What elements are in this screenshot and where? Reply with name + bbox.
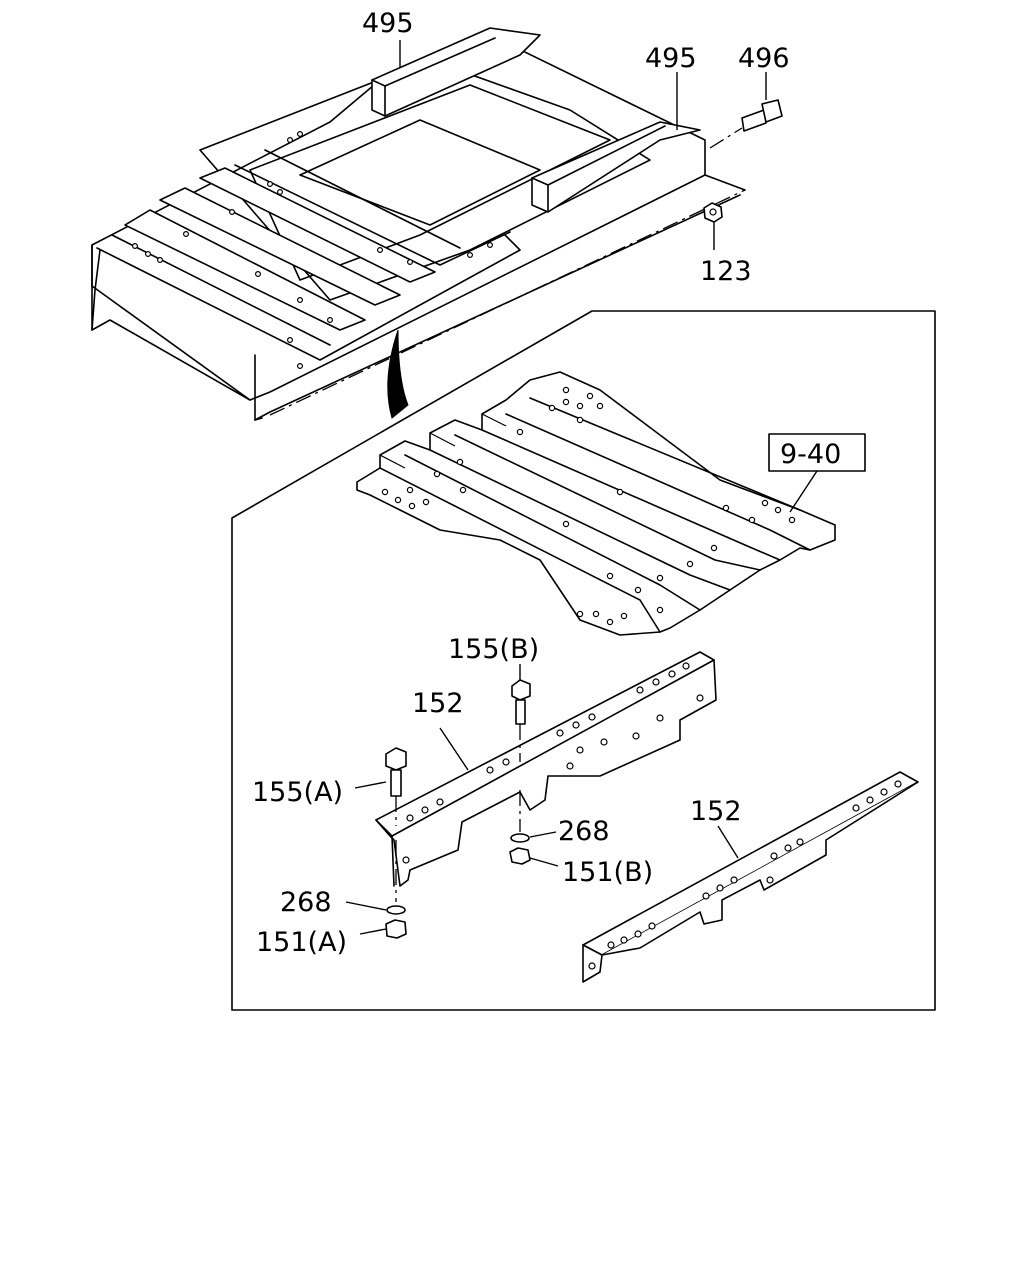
bracket-495-left (371, 27, 541, 117)
floor-panel (356, 371, 836, 636)
label-155b: 155(B) (448, 634, 539, 665)
label-151a: 151(A) (256, 927, 347, 958)
label-123: 123 (700, 256, 752, 287)
panel-holes (381, 386, 796, 626)
detail-box (231, 310, 936, 1011)
label-151b: 151(B) (562, 857, 653, 888)
floor-holes (132, 131, 494, 370)
label-9-40: 9-40 (780, 439, 841, 470)
part-labels: 495 495 496 123 9-40 155(B) 152 155(A) 2… (252, 8, 841, 958)
hardware-left (345, 840, 407, 939)
callout-arrow (387, 329, 409, 419)
frame-assembly (91, 27, 783, 421)
washer-268-left (386, 905, 406, 915)
label-495-right: 495 (645, 43, 697, 74)
label-152-right: 152 (690, 796, 742, 827)
label-496: 496 (738, 43, 790, 74)
washer-268-right (510, 833, 530, 843)
bolt-496 (709, 99, 783, 149)
label-495-left: 495 (362, 8, 414, 39)
label-152-left: 152 (412, 688, 464, 719)
nut-151b (509, 847, 531, 865)
crossmember-152-right (582, 771, 919, 983)
bolt-155a (354, 747, 407, 826)
hardware-right (509, 790, 559, 867)
label-155a: 155(A) (252, 777, 343, 808)
label-268-left: 268 (280, 887, 332, 918)
bolt-155b (511, 664, 531, 762)
bracket-495-right (531, 121, 701, 213)
crossmember-holes (402, 662, 704, 864)
crossmember-right-holes (588, 780, 902, 970)
crossmember-152-left (375, 651, 717, 887)
label-268-right: 268 (558, 816, 610, 847)
nut-151a (385, 919, 407, 939)
